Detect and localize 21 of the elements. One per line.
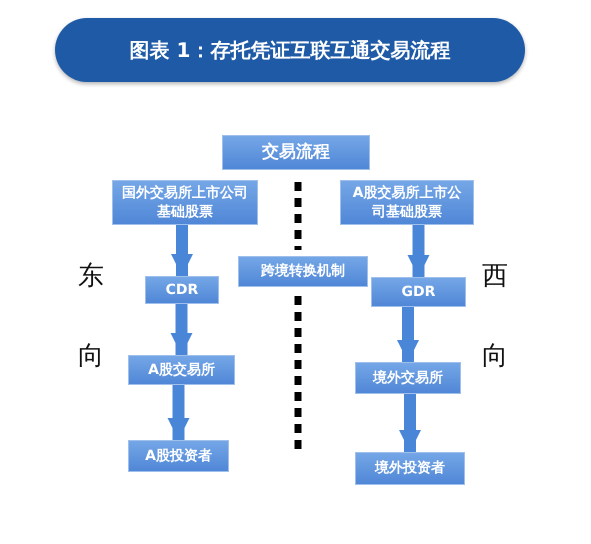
- arrow: [170, 304, 192, 355]
- direction-label: 向: [78, 340, 104, 373]
- arrow: [408, 225, 430, 277]
- process-box: GDR: [371, 277, 466, 307]
- process-box: A股交易所上市公司基础股票: [340, 180, 474, 225]
- process-box: CDR: [145, 276, 219, 304]
- arrow: [397, 307, 419, 362]
- process-box: 境外投资者: [355, 452, 465, 485]
- process-box: 交易流程: [222, 135, 370, 170]
- direction-label: 向: [482, 340, 508, 373]
- direction-label: 东: [78, 260, 104, 293]
- arrow: [168, 385, 190, 440]
- arrow: [171, 225, 193, 276]
- process-box: 国外交易所上市公司基础股票: [112, 180, 258, 225]
- direction-label: 西: [482, 260, 508, 293]
- process-box: A股投资者: [128, 440, 229, 472]
- process-box: 跨境转换机制: [238, 256, 368, 287]
- process-box: 境外交易所: [355, 362, 461, 394]
- arrow: [399, 394, 421, 452]
- process-box: A股交易所: [128, 355, 235, 385]
- title-banner: 图表 1：存托凭证互联互通交易流程: [55, 18, 525, 82]
